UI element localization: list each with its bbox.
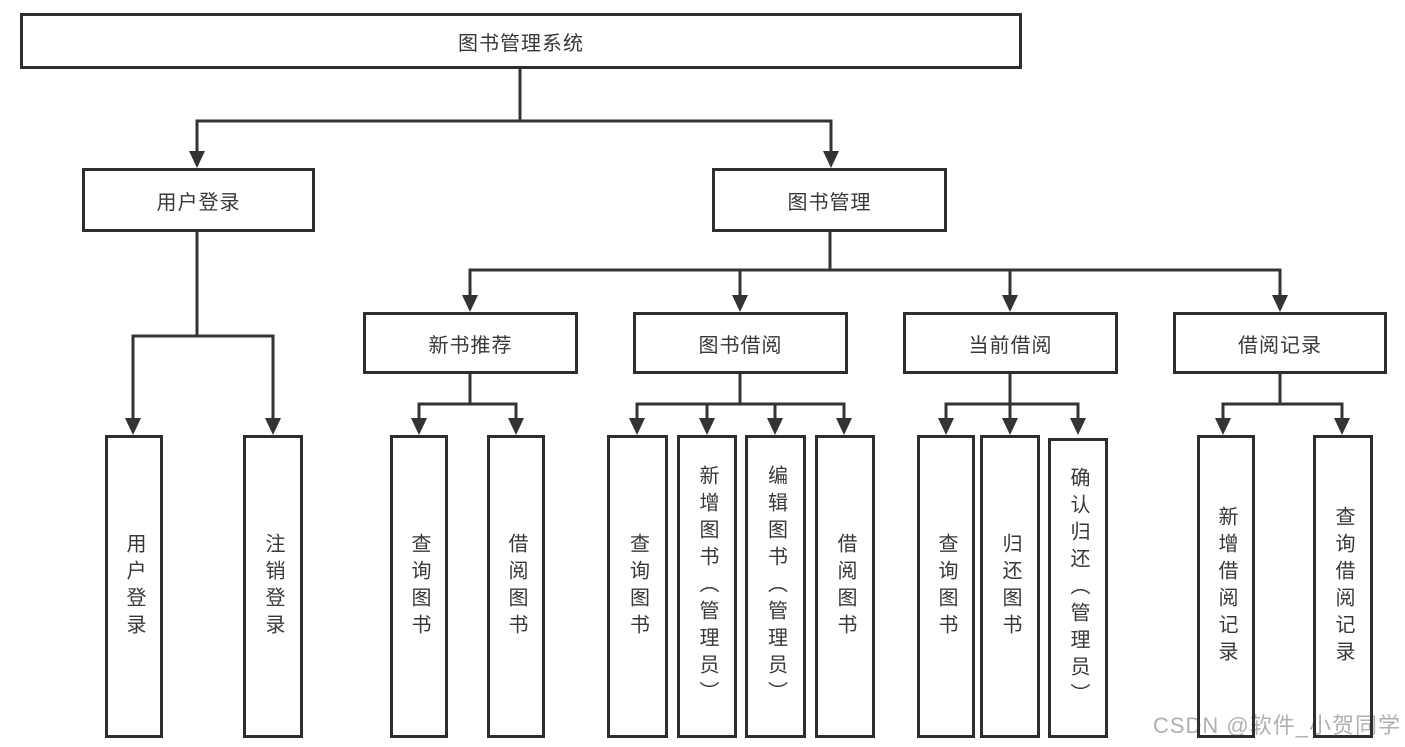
leaf-add-books-admin-label: 新增图书（管理员） [696,465,718,708]
leaf-query-books-borrow-label: 查询图书 [626,532,649,641]
leaf-borrow-books-label: 借阅图书 [834,532,856,641]
leaf-user-login: 用户登录 [105,435,163,738]
node-current-borrow: 当前借阅 [903,312,1118,374]
node-borrow-records: 借阅记录 [1173,312,1387,374]
leaf-edit-books-admin: 编辑图书（管理员） [745,435,806,738]
leaf-query-books-current-label: 查询图书 [935,532,957,641]
node-root-label: 图书管理系统 [458,32,584,55]
node-new-book-recommend-label: 新书推荐 [428,334,513,357]
node-borrow-records-label: 借阅记录 [1238,334,1322,357]
leaf-edit-books-admin-label: 编辑图书（管理员） [764,465,787,708]
leaf-confirm-return-admin: 确认归还（管理员） [1048,438,1108,738]
leaf-query-books-recommend-label: 查询图书 [408,532,430,641]
leaf-return-books: 归还图书 [980,435,1040,738]
leaf-return-books-label: 归还图书 [999,532,1021,641]
node-book-management: 图书管理 [712,168,947,232]
leaf-borrow-books-recommend-label: 借阅图书 [505,532,527,641]
leaf-add-borrow-record-label: 新增借阅记录 [1215,505,1237,668]
watermark-text: CSDN @软件_小贺同学 [1152,713,1401,738]
leaf-confirm-return-admin-label: 确认归还（管理员） [1067,466,1089,710]
node-user-login: 用户登录 [82,168,315,232]
node-book-borrow: 图书借阅 [633,312,848,374]
leaf-logout: 注销登录 [243,435,303,738]
node-book-management-label: 图书管理 [787,191,872,214]
leaf-user-login-label: 用户登录 [123,532,145,641]
leaf-query-books-borrow: 查询图书 [607,435,668,738]
leaf-query-borrow-record-label: 查询借阅记录 [1332,505,1354,668]
leaf-borrow-books-recommend: 借阅图书 [487,435,545,738]
node-user-login-label: 用户登录 [156,191,241,214]
leaf-logout-label: 注销登录 [262,532,284,641]
leaf-add-books-admin: 新增图书（管理员） [677,435,737,738]
node-root: 图书管理系统 [20,13,1022,69]
node-current-borrow-label: 当前借阅 [968,334,1053,357]
node-new-book-recommend: 新书推荐 [363,312,578,374]
leaf-borrow-books: 借阅图书 [815,435,875,738]
leaf-query-books-current: 查询图书 [917,435,975,738]
node-book-borrow-label: 图书借阅 [698,334,783,357]
leaf-query-books-recommend: 查询图书 [390,435,448,738]
leaf-query-borrow-record: 查询借阅记录 [1313,435,1373,738]
leaf-add-borrow-record: 新增借阅记录 [1197,435,1255,738]
